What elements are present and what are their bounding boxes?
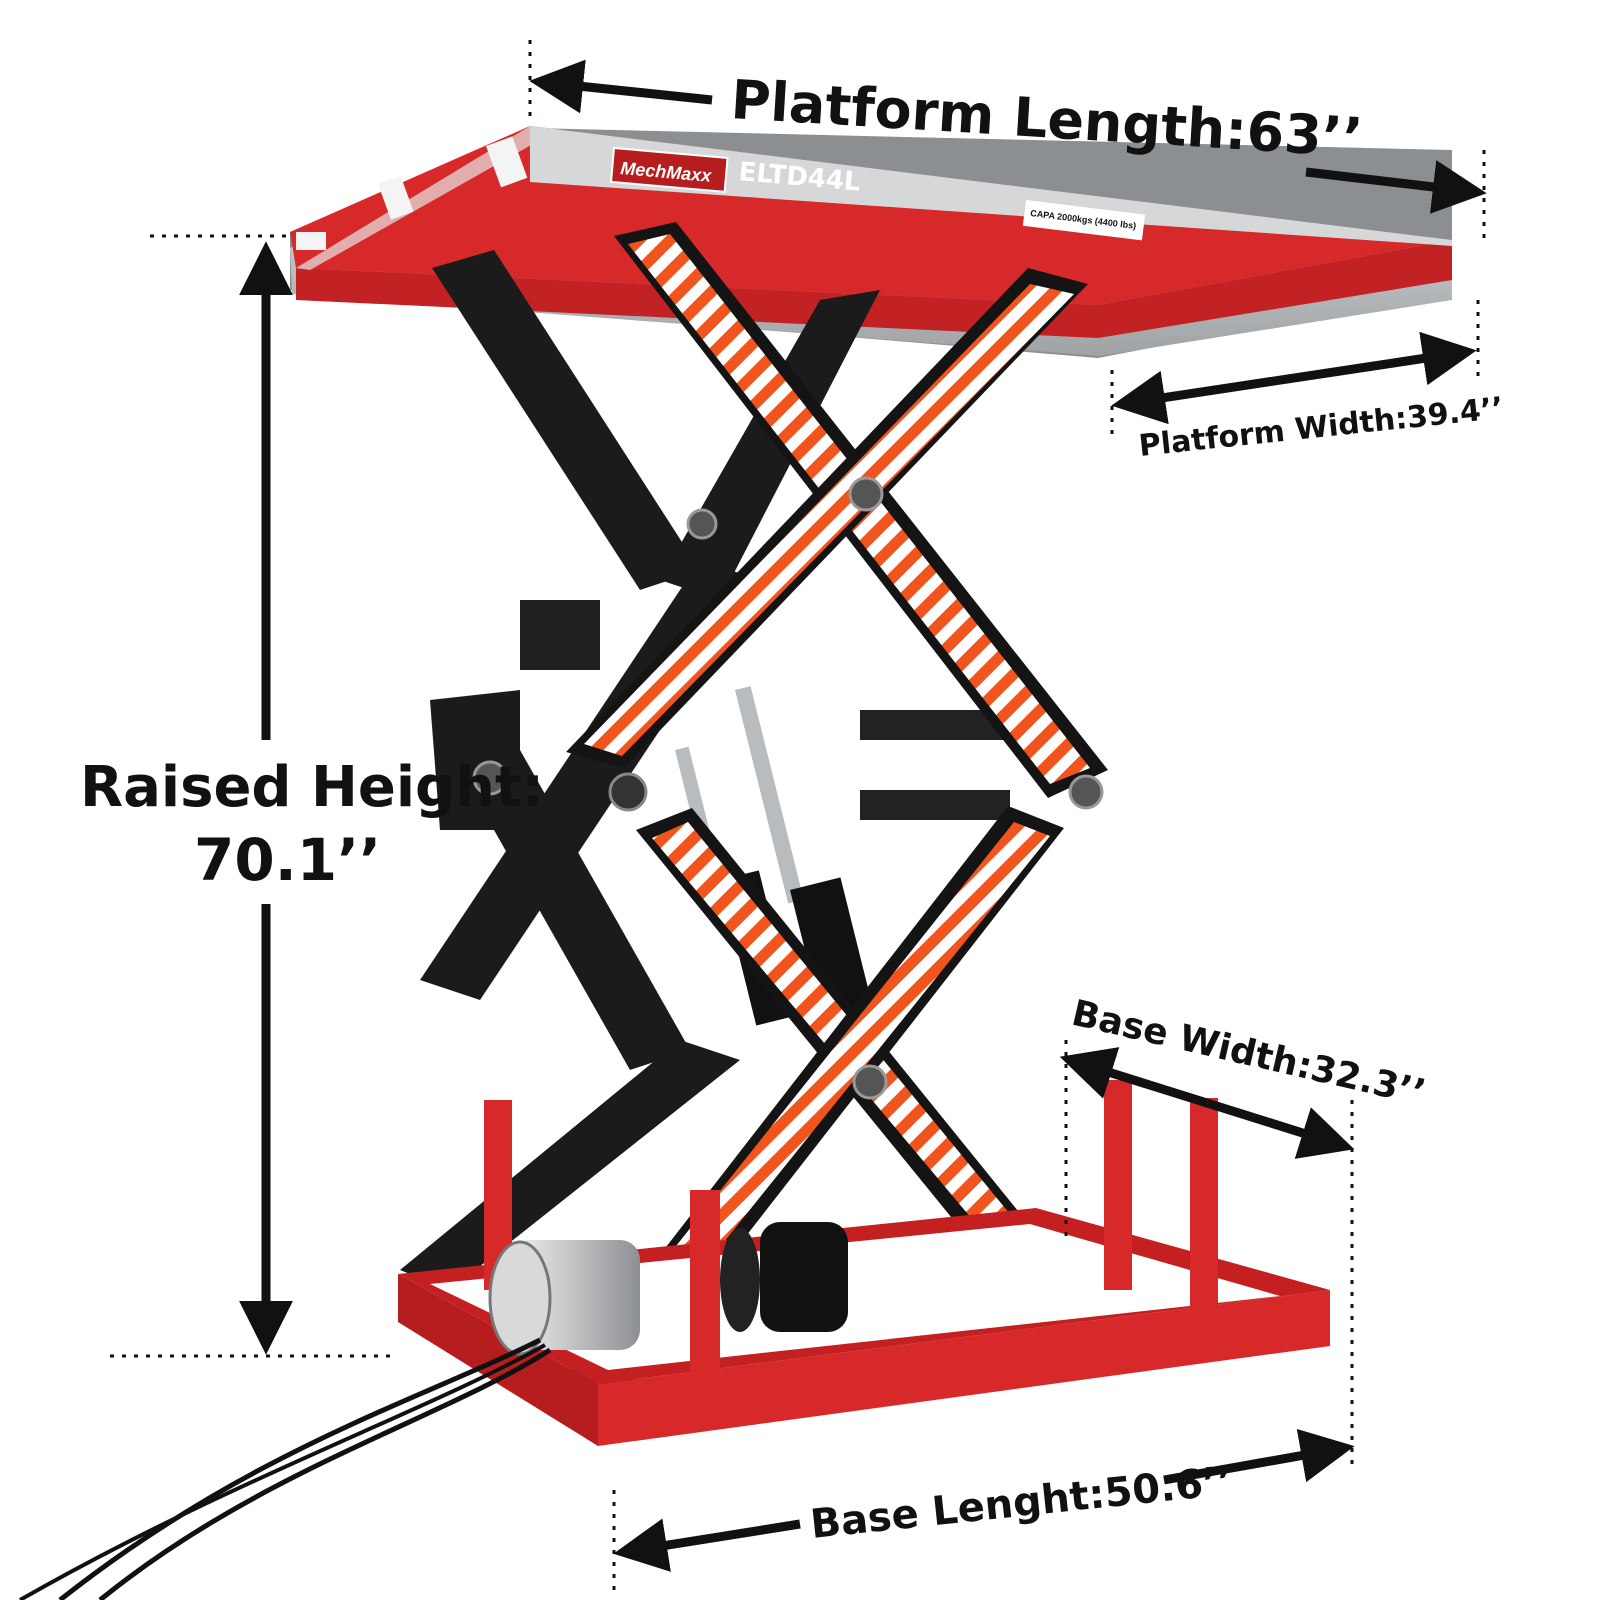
dimension-arrows xyxy=(239,59,1487,1572)
motor-pump-unit xyxy=(19,1222,848,1600)
pivot-bolt xyxy=(686,508,718,540)
power-cable xyxy=(58,1337,542,1600)
base-length-arrow-right xyxy=(1163,1428,1355,1485)
pivot-bolt xyxy=(848,476,884,512)
warning-sticker xyxy=(378,175,414,220)
platform: MechMaxx ELTD44L CAPA 2000kgs (4400 lbs) xyxy=(290,126,1452,358)
warning-sticker xyxy=(296,232,326,250)
base-width-arrow xyxy=(1059,1047,1355,1159)
capacity-plate xyxy=(1022,199,1146,241)
power-cable xyxy=(98,1347,552,1600)
base-upright xyxy=(690,1190,720,1390)
pivot-bolt xyxy=(1068,774,1104,810)
platform-width-arrow xyxy=(1111,331,1477,425)
scissor-front-arms xyxy=(472,222,1108,1390)
pivot-bolt xyxy=(472,760,508,796)
pivot-bolt xyxy=(852,1064,888,1100)
platform-length-arrow-right xyxy=(1305,160,1487,214)
raised-height-value: 70.1’’ xyxy=(194,826,381,894)
brand-badge xyxy=(609,146,729,193)
platform-length-arrow-left xyxy=(529,59,713,114)
base-upright xyxy=(1190,1098,1218,1310)
pivot-bolt xyxy=(608,772,648,812)
base-length-label: Base Lenght:50.6’’ xyxy=(808,1458,1235,1548)
base-upright xyxy=(1104,1080,1132,1290)
power-cable xyxy=(19,1343,546,1600)
platform-width-label: Platform Width:39.4’’ xyxy=(1137,391,1505,464)
base-length-arrow-left xyxy=(613,1518,801,1572)
warning-sticker xyxy=(486,136,528,188)
raised-height-label: Raised Height: xyxy=(80,755,544,820)
